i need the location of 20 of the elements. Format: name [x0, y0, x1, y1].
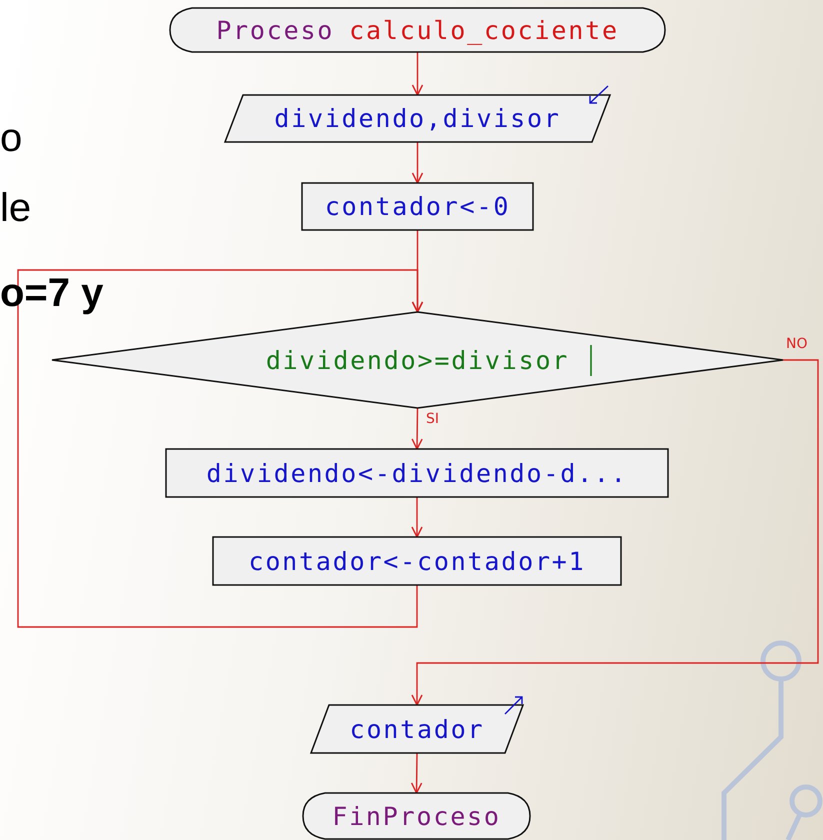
arrow	[411, 408, 423, 450]
slide-text: le	[0, 188, 32, 228]
arrow	[412, 52, 424, 96]
statement-text: contador<-contador+1	[248, 546, 586, 576]
statement-text: dividendo<-dividendo-d...	[206, 458, 628, 488]
terminator-text: FinProceso	[332, 802, 501, 830]
terminator-text: Proceso	[216, 16, 334, 44]
slide-text: o	[0, 118, 22, 158]
arrow	[17, 269, 424, 628]
arrow	[410, 753, 422, 794]
edge-label: NO	[786, 337, 808, 351]
statement-text: contador<-0	[324, 192, 510, 221]
arrow	[411, 359, 819, 706]
statement-text: contador	[350, 714, 484, 744]
terminator-text: calculo_cociente	[349, 16, 619, 44]
statement-text: dividendo,divisor	[274, 104, 561, 133]
edge-label: SI	[426, 412, 440, 426]
arrow	[411, 497, 423, 538]
arrow	[412, 142, 424, 184]
condition-text: dividendo>=divisor	[266, 346, 570, 374]
